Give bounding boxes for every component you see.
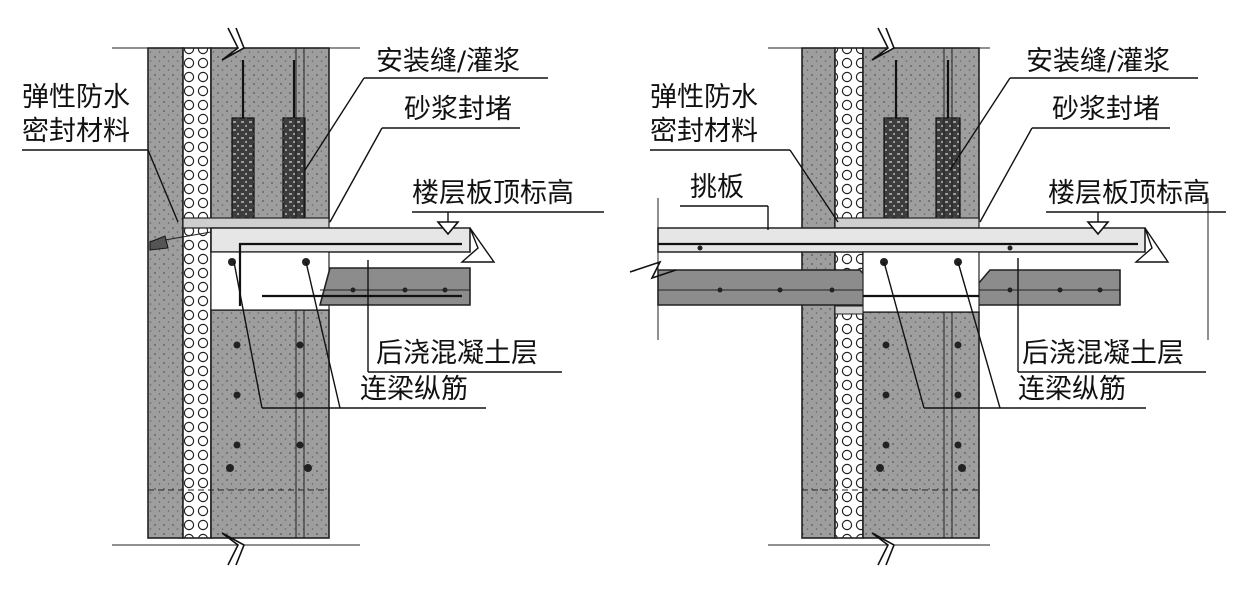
insulation-layer: [182, 47, 212, 539]
break-line: [871, 532, 896, 566]
right-label-elastic-1: 弹性防水: [650, 82, 758, 113]
left-label-install-joint: 安装缝/灌浆: [376, 46, 520, 77]
lower-wall: [210, 309, 330, 539]
left-label-beam-bar: 连梁纵筋: [360, 374, 468, 405]
grout-sleeve: [282, 117, 306, 219]
topping-slab: [657, 227, 1146, 253]
right-label-mortar-seal: 砂浆封堵: [1052, 94, 1160, 125]
right-label-cast-layer: 后浇混凝土层: [1022, 338, 1184, 369]
break-line: [871, 27, 896, 61]
precast-slab: [318, 267, 471, 306]
right-label-floor-elevation: 楼层板顶标高: [1048, 178, 1210, 209]
upper-wall: [862, 47, 980, 221]
left-label-elastic-2: 密封材料: [22, 116, 130, 147]
cantilever-slab: [657, 269, 873, 306]
mortar-seal: [182, 217, 330, 229]
break-line: [221, 27, 246, 61]
break-line: [460, 227, 496, 263]
break-line: [221, 532, 246, 566]
outer-wall-leaf: [147, 47, 184, 539]
left-label-mortar-seal: 砂浆封堵: [404, 94, 512, 125]
mortar-seal: [834, 217, 980, 229]
right-detail: 安装缝/灌浆 弹性防水 密封材料 砂浆封堵 挑板 楼层板顶标高 后浇混凝土层 连…: [629, 27, 1226, 566]
right-label-install-joint: 安装缝/灌浆: [1026, 46, 1170, 77]
break-line: [1134, 227, 1170, 263]
lower-wall: [862, 311, 980, 539]
left-label-cast-layer: 后浇混凝土层: [376, 338, 538, 369]
right-label-elastic-2: 密封材料: [650, 116, 758, 147]
right-label-beam-bar: 连梁纵筋: [1018, 374, 1126, 405]
left-detail: 安装缝/灌浆 弹性防水 密封材料 砂浆封堵 楼层板顶标高 后浇混凝土层 连梁纵筋: [22, 27, 604, 566]
left-label-floor-elevation: 楼层板顶标高: [412, 178, 574, 209]
topping-slab: [210, 227, 471, 253]
grout-sleeve: [231, 117, 255, 219]
grout-sleeve: [883, 117, 909, 219]
grout-sleeve: [935, 117, 961, 219]
upper-wall: [210, 47, 330, 223]
break-line: [629, 260, 677, 280]
precast-slab: [977, 269, 1121, 306]
left-label-elastic-1: 弹性防水: [22, 82, 130, 113]
right-label-cantilever: 挑板: [690, 172, 744, 203]
